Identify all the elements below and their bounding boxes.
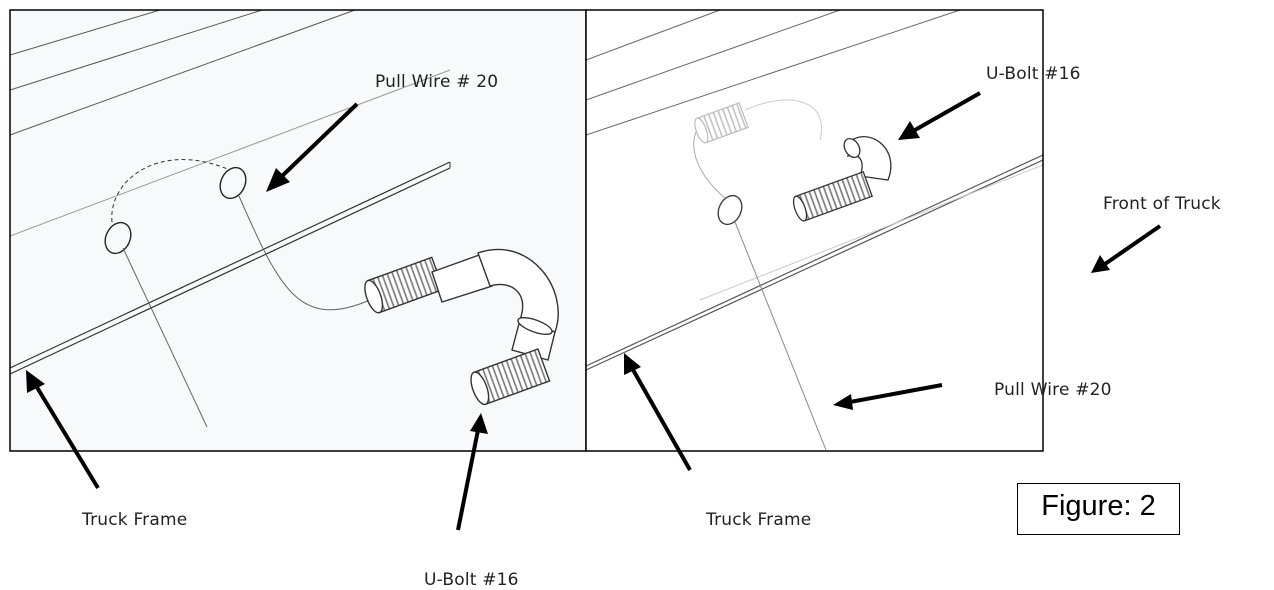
left-panel: [9, 9, 587, 452]
figure-caption-box: Figure: 2: [1017, 483, 1180, 535]
u-bolt-label-bottom: U-Bolt #16: [424, 570, 519, 590]
right-panel: [585, 9, 1044, 452]
truck-frame-label-left: Truck Frame: [82, 510, 188, 530]
hole-left: [104, 221, 132, 255]
hole-right: [219, 166, 247, 200]
truck-frame-label-right: Truck Frame: [706, 510, 812, 530]
pull-wire-label-left: Pull Wire # 20: [375, 72, 499, 92]
u-bolt-right: [792, 136, 892, 222]
u-bolt-left: [364, 248, 559, 406]
arrows: [26, 91, 1162, 531]
front-of-truck-label: Front of Truck: [1103, 194, 1221, 214]
u-bolt-ghost: [694, 102, 749, 144]
hole-right-panel: [717, 194, 743, 226]
pull-wire-label-right: Pull Wire #20: [994, 380, 1112, 400]
u-bolt-label-top: U-Bolt #16: [986, 64, 1081, 84]
figure-caption: Figure: 2: [1041, 490, 1156, 522]
